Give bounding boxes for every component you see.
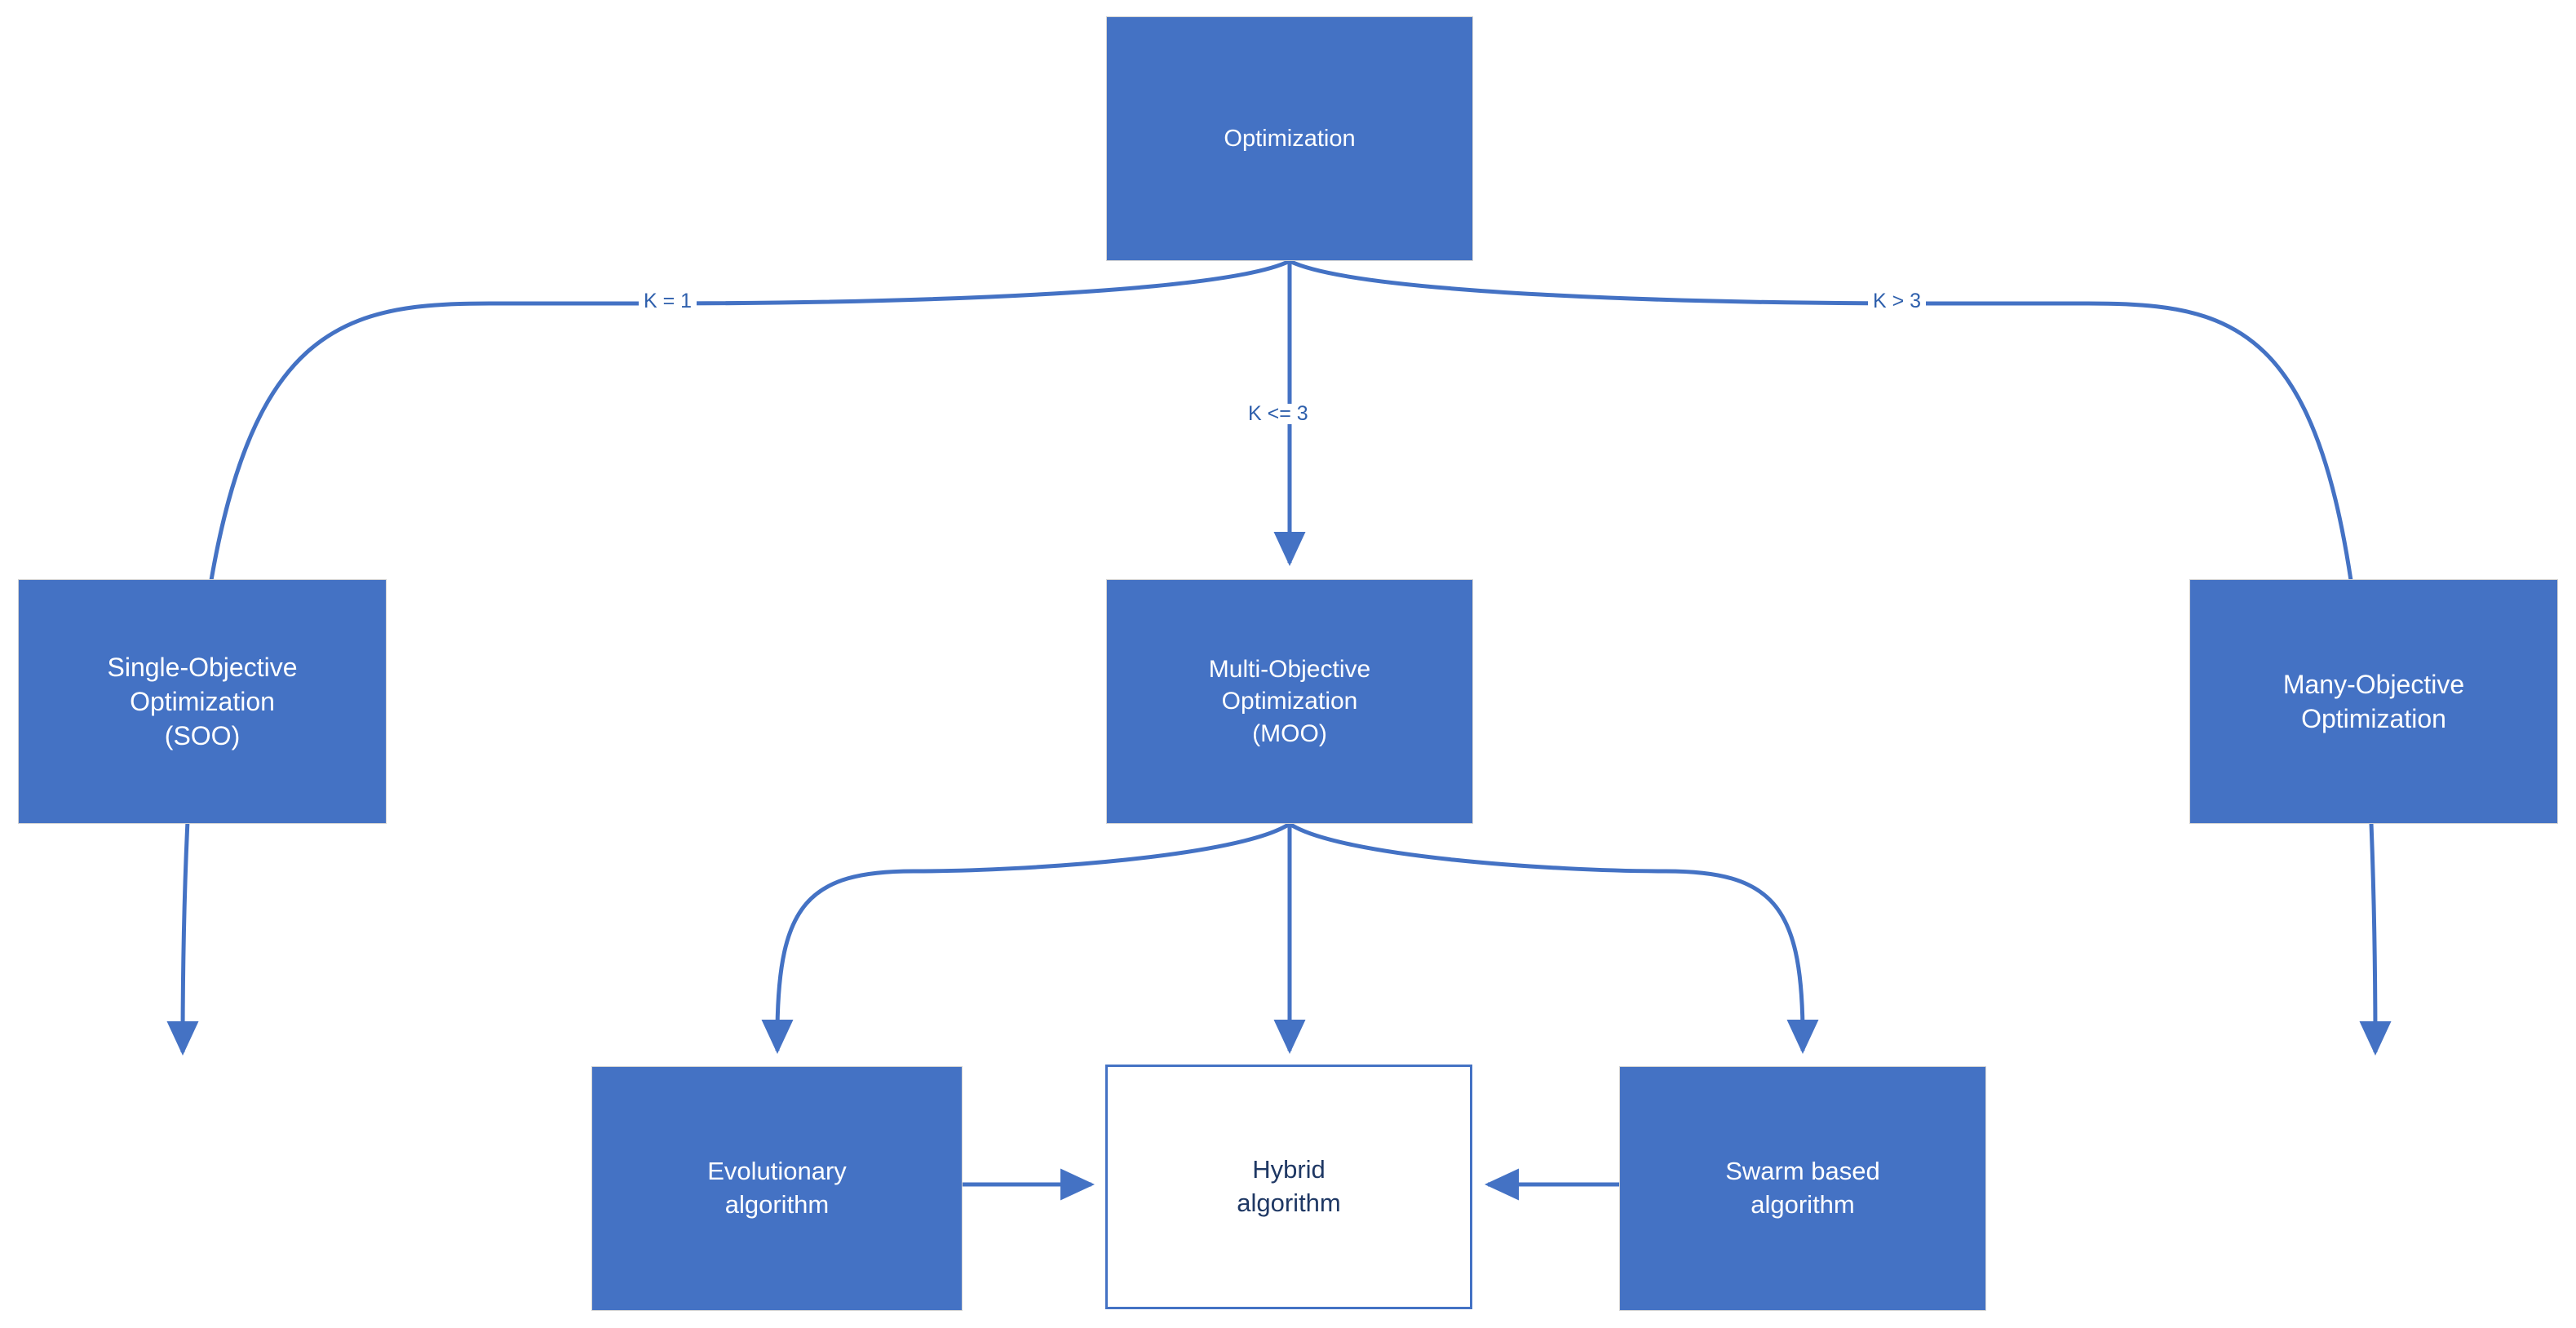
edge-label-optimization-to-many: K > 3 [1868, 291, 1927, 312]
node-multi-objective-optimization-label: Multi-Objective Optimization (MOO) [1208, 655, 1371, 747]
node-multi-objective-optimization[interactable]: Multi-Objective Optimization (MOO) [1106, 579, 1473, 824]
node-swarm-based-algorithm-label: Swarm based algorithm [1725, 1157, 1880, 1219]
node-single-objective-optimization[interactable]: Single-Objective Optimization (SOO) [18, 579, 387, 824]
node-hybrid-algorithm[interactable]: Hybrid algorithm [1105, 1065, 1472, 1309]
edge-moo-to-evolutionary [761, 821, 1291, 1055]
node-evolutionary-algorithm-label: Evolutionary algorithm [707, 1157, 847, 1219]
edge-moo-to-swarm [1288, 821, 1819, 1055]
node-hybrid-algorithm-label: Hybrid algorithm [1237, 1155, 1341, 1217]
edge-label-optimization-to-soo: K = 1 [639, 291, 697, 312]
node-optimization-label: Optimization [1224, 125, 1356, 152]
edge-label-optimization-to-moo: K <= 3 [1243, 404, 1313, 424]
node-single-objective-optimization-label: Single-Objective Optimization (SOO) [107, 652, 298, 751]
node-many-objective-optimization-label: Many-Objective Optimization [2282, 669, 2465, 733]
node-optimization[interactable]: Optimization [1106, 16, 1473, 261]
node-evolutionary-algorithm[interactable]: Evolutionary algorithm [591, 1066, 963, 1311]
node-swarm-based-algorithm[interactable]: Swarm based algorithm [1619, 1066, 1986, 1311]
node-many-objective-optimization[interactable]: Many-Objective Optimization [2189, 579, 2558, 824]
